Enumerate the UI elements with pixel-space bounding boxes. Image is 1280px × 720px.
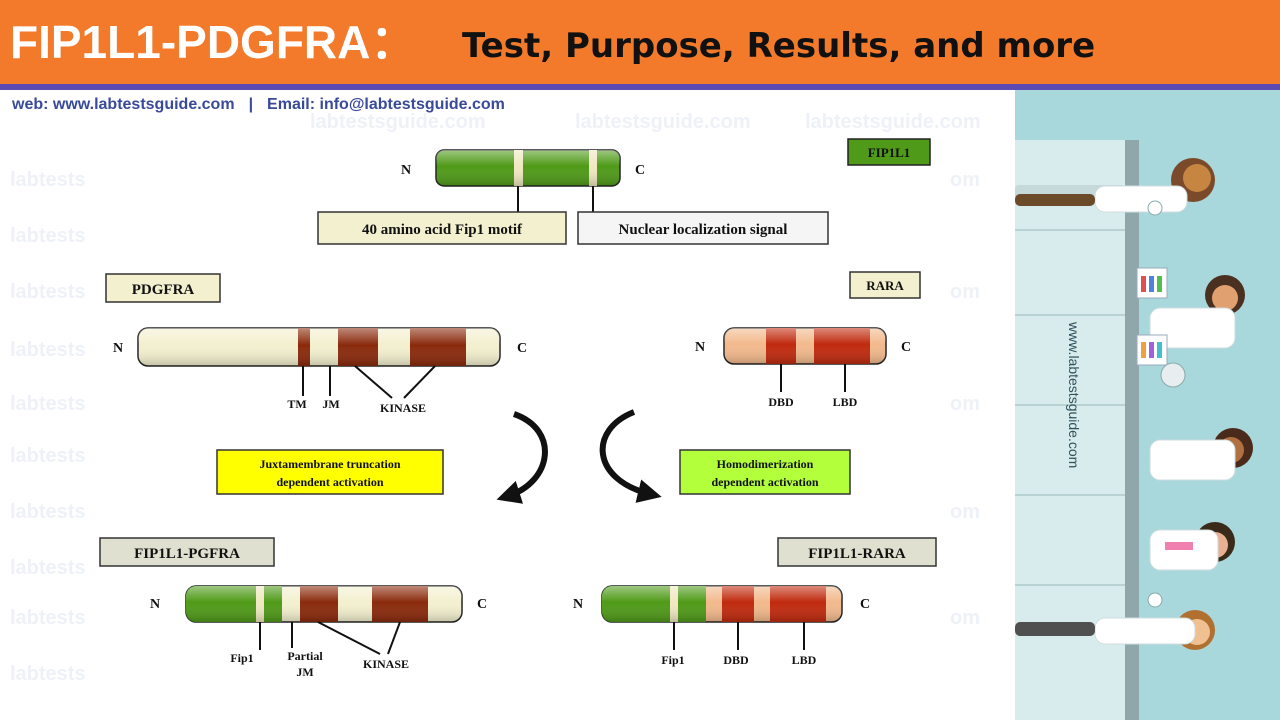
- pdgfra-tag: PDGFRA: [105, 273, 221, 303]
- watermark-text: labtests: [10, 339, 86, 361]
- fip1l1-pgfra-n-terminus: N: [150, 597, 160, 612]
- pdgfra-tag-label: PDGFRA: [132, 282, 195, 298]
- dbd-domain-label: DBD: [768, 395, 794, 409]
- contact-separator: |: [248, 96, 254, 113]
- watermark-text: labtests: [10, 445, 86, 467]
- fip1l1-rara-tag-label: FIP1L1-RARA: [808, 546, 906, 562]
- homodimerization-line1: Homodimerization: [717, 457, 814, 471]
- homodimerization-line2: dependent activation: [711, 475, 818, 489]
- watermark-text: labtests: [10, 393, 86, 415]
- partial-jm-label-line2: JM: [296, 665, 313, 679]
- watermark-text: labtestsguide.com: [575, 111, 751, 133]
- curved-arrow-right: [599, 409, 662, 503]
- watermark-text: labtests: [10, 225, 86, 247]
- rara-fusion-dbd-label: DBD: [723, 653, 749, 667]
- fip1l1-pgfra-c-terminus: C: [477, 597, 487, 612]
- watermark-text: labtests: [10, 281, 86, 303]
- pdgfra-c-terminus: C: [517, 341, 527, 356]
- fip1l1-rara-protein-bar: [601, 585, 843, 623]
- rara-tag: RARA: [849, 271, 921, 299]
- fip1l1-protein-bar: [435, 149, 621, 187]
- header-banner: [0, 0, 1280, 84]
- watermark-text: labtestsguide.com: [310, 111, 486, 133]
- watermark-text: om: [950, 607, 980, 629]
- rara-fusion-lbd-label: LBD: [792, 653, 817, 667]
- fusion-fip1-label: Fip1: [230, 651, 253, 665]
- fip1l1-c-terminus: C: [635, 163, 645, 178]
- rara-n-terminus: N: [695, 340, 705, 355]
- fusion-kinase-label: KINASE: [363, 657, 409, 671]
- fip1l1-tag: FIP1L1: [847, 138, 931, 166]
- watermark-text: labtests: [10, 557, 86, 579]
- watermark: labtests labtests labtests labtests labt…: [10, 111, 981, 685]
- fip1-motif-label: 40 amino acid Fip1 motif: [362, 222, 523, 238]
- fip1l1-tag-label: FIP1L1: [868, 145, 911, 160]
- contact-line: web: www.labtestsguide.com | Email: info@l…: [12, 96, 519, 114]
- fip1l1-rara-tag: FIP1L1-RARA: [777, 537, 937, 567]
- pdgfra-protein-bar: [137, 327, 501, 367]
- tm-domain-label: TM: [287, 397, 306, 411]
- fip1l1-rara-c-terminus: C: [860, 597, 870, 612]
- lab-equipment: [1136, 200, 1186, 608]
- scientist-figure: [1015, 158, 1253, 650]
- email-address[interactable]: Email: info@labtestsguide.com: [267, 96, 505, 113]
- header-underline: [0, 84, 1280, 90]
- fip1l1-n-terminus: N: [401, 163, 411, 178]
- fip1l1-pgfra-protein-bar: [185, 585, 463, 623]
- lab-scientists-illustration: [1015, 90, 1280, 720]
- jm-domain-label: JM: [322, 397, 339, 411]
- rara-fusion-fip1-label: Fip1: [661, 653, 684, 667]
- watermark-text: om: [950, 393, 980, 415]
- watermark-text: om: [950, 501, 980, 523]
- curved-arrow-left: [496, 411, 548, 504]
- page-title: FIP1L1-PDGFRA：: [10, 16, 417, 68]
- fip1l1-pgfra-tag: FIP1L1-PGFRA: [99, 537, 275, 567]
- lab-illustration-panel: [1015, 90, 1280, 720]
- rara-tag-label: RARA: [866, 278, 904, 293]
- nls-box: Nuclear localization signal: [577, 211, 829, 245]
- web-address[interactable]: web: www.labtestsguide.com: [12, 96, 235, 113]
- rara-c-terminus: C: [901, 340, 911, 355]
- lbd-domain-label: LBD: [833, 395, 858, 409]
- pdgfra-n-terminus: N: [113, 341, 123, 356]
- watermark-text: labtests: [10, 663, 86, 685]
- fip1-motif-box: 40 amino acid Fip1 motif: [317, 211, 567, 245]
- partial-jm-label-line1: Partial: [287, 649, 323, 663]
- watermark-text: om: [950, 169, 980, 191]
- homodimerization-box: Homodimerization dependent activation: [679, 449, 851, 495]
- fip1l1-pgfra-tag-label: FIP1L1-PGFRA: [134, 546, 240, 562]
- nls-label: Nuclear localization signal: [619, 222, 788, 238]
- sidebar-url: www.labtestsguide.com: [1066, 322, 1082, 469]
- juxtamembrane-line2: dependent activation: [276, 475, 383, 489]
- kinase-domain-label: KINASE: [380, 401, 426, 415]
- juxtamembrane-line1: Juxtamembrane truncation: [260, 457, 401, 471]
- rara-protein-bar: [723, 327, 887, 365]
- fip1l1-rara-n-terminus: N: [573, 597, 583, 612]
- page-subtitle: Test, Purpose, Results, and more: [462, 26, 1096, 66]
- watermark-text: labtestsguide.com: [805, 111, 981, 133]
- juxtamembrane-box: Juxtamembrane truncation dependent activ…: [216, 449, 444, 495]
- watermark-text: om: [950, 281, 980, 303]
- watermark-text: labtests: [10, 501, 86, 523]
- diagram-canvas: labtests labtests labtests labtests labt…: [10, 111, 981, 685]
- watermark-text: labtests: [10, 607, 86, 629]
- watermark-text: labtests: [10, 169, 86, 191]
